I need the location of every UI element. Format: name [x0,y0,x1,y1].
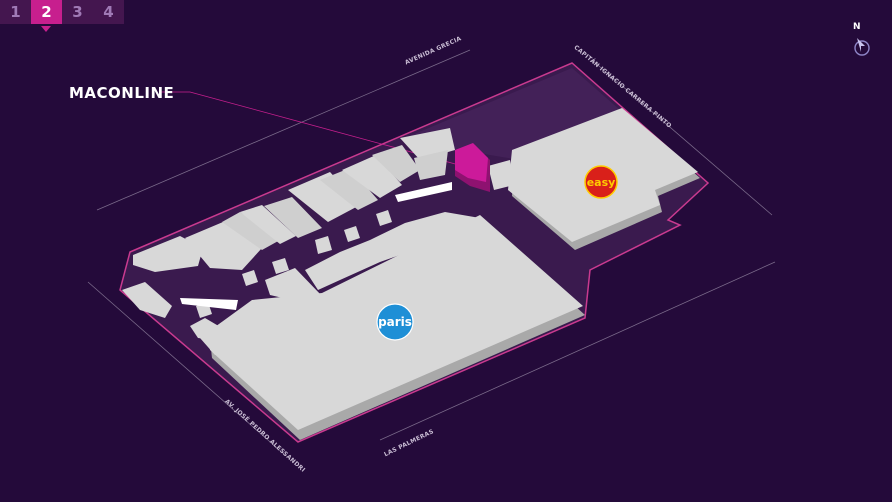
floor-selector: 1 2 3 4 [0,0,124,24]
highlighted-store-label: MACONLINE [69,84,175,102]
street-line-bottom [379,261,776,441]
floor-tab-3[interactable]: 3 [62,0,93,24]
floor-tab-2[interactable]: 2 [31,0,62,24]
paris-logo-text: paris [378,315,412,329]
paris-logo[interactable]: paris [376,303,414,341]
street-line-top [96,49,471,211]
street-line-right [591,59,773,216]
street-line-left [87,281,286,456]
store-blocks [122,128,514,355]
easy-logo[interactable]: easy [584,165,618,199]
compass-label: N [853,22,861,32]
compass[interactable]: N [848,20,878,60]
active-floor-indicator [41,26,51,32]
floor-tab-1[interactable]: 1 [0,0,31,24]
maconline-store[interactable] [455,143,488,182]
north-arrow-icon [854,38,870,56]
easy-logo-text: easy [587,176,616,189]
store-leader-line [160,91,471,169]
floor-tab-4[interactable]: 4 [93,0,124,24]
